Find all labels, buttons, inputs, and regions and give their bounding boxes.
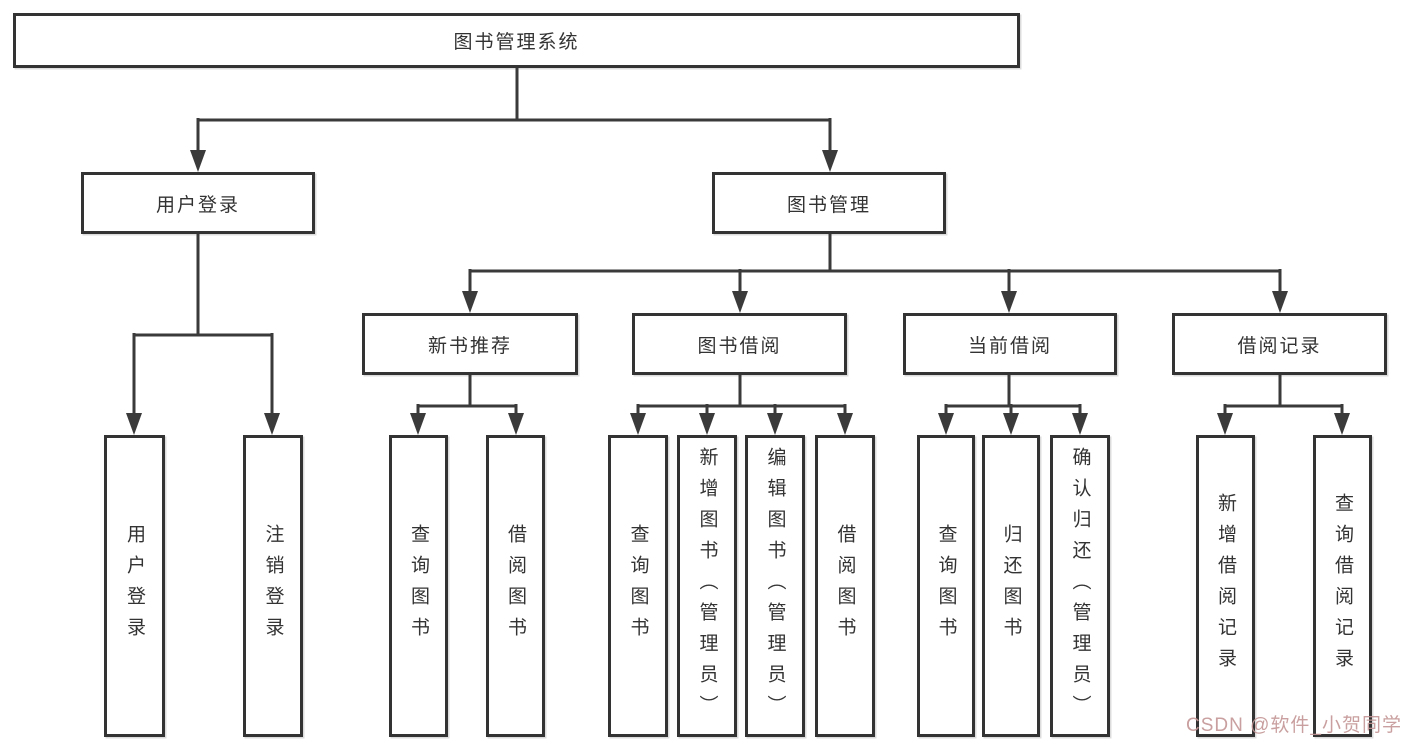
arrowhead-icon	[1001, 291, 1017, 313]
node-label: 用户登录	[124, 524, 145, 648]
leaf-return-books: 归还图书	[982, 435, 1040, 737]
node-label: 查询图书	[408, 524, 429, 648]
leaf-query-books-borrowing: 查询图书	[608, 435, 668, 737]
arrowhead-icon	[938, 413, 954, 435]
csdn-watermark: CSDN @软件_小贺同学	[1186, 715, 1402, 736]
leaf-query-books-current: 查询图书	[917, 435, 975, 737]
node-new-book-recommendation: 新书推荐	[362, 313, 578, 375]
node-label: 查询图书	[627, 524, 649, 648]
node-label: 图书借阅	[697, 335, 782, 357]
node-label: 新增图书（管理员）	[696, 446, 718, 726]
arrowhead-icon	[1334, 413, 1350, 435]
leaf-user-login: 用户登录	[104, 435, 165, 737]
node-label: 借阅记录	[1237, 335, 1322, 357]
node-label: 借阅图书	[834, 524, 856, 648]
leaf-add-books-admin: 新增图书（管理员）	[677, 435, 737, 737]
node-label: 编辑图书（管理员）	[764, 446, 786, 726]
arrowhead-icon	[822, 150, 838, 172]
node-label: 图书管理	[786, 194, 871, 216]
arrowhead-icon	[837, 413, 853, 435]
arrowhead-icon	[732, 291, 748, 313]
arrowhead-icon	[1217, 413, 1233, 435]
node-label: 新书推荐	[427, 335, 512, 357]
leaf-confirm-return-admin: 确认归还（管理员）	[1050, 435, 1110, 737]
node-user-login: 用户登录	[81, 172, 315, 234]
node-book-management: 图书管理	[712, 172, 946, 234]
arrowhead-icon	[410, 413, 426, 435]
node-label: 确认归还（管理员）	[1069, 446, 1091, 726]
node-label: 查询图书	[935, 524, 957, 648]
arrowhead-icon	[1272, 291, 1288, 313]
node-label: 图书管理系统	[453, 32, 580, 53]
arrowhead-icon	[508, 413, 524, 435]
leaf-logout: 注销登录	[243, 435, 303, 737]
node-label: 注销登录	[262, 524, 284, 648]
arrowhead-icon	[462, 291, 478, 313]
arrowhead-icon	[630, 413, 646, 435]
node-book-borrowing: 图书借阅	[632, 313, 847, 375]
arrowhead-icon	[1003, 413, 1019, 435]
node-label: 借阅图书	[505, 524, 526, 648]
leaf-borrow-books-recommend: 借阅图书	[486, 435, 545, 737]
arrowhead-icon	[190, 150, 206, 172]
arrowhead-icon	[767, 413, 783, 435]
leaf-query-borrow-record: 查询借阅记录	[1313, 435, 1372, 737]
node-label: 用户登录	[155, 194, 240, 216]
arrowhead-icon	[1072, 413, 1088, 435]
leaf-edit-books-admin: 编辑图书（管理员）	[745, 435, 805, 737]
leaf-borrow-books-borrowing: 借阅图书	[815, 435, 875, 737]
node-root-system: 图书管理系统	[13, 13, 1020, 68]
node-label: 当前借阅	[967, 335, 1052, 357]
node-label: 归还图书	[1000, 524, 1022, 648]
node-label: 查询借阅记录	[1332, 493, 1353, 679]
node-current-borrowing: 当前借阅	[903, 313, 1117, 375]
arrowhead-icon	[126, 413, 142, 435]
arrowhead-icon	[699, 413, 715, 435]
node-label: 新增借阅记录	[1215, 493, 1236, 679]
leaf-query-books-recommend: 查询图书	[389, 435, 448, 737]
arrowhead-icon	[264, 413, 280, 435]
node-borrowing-records: 借阅记录	[1172, 313, 1387, 375]
leaf-add-borrow-record: 新增借阅记录	[1196, 435, 1255, 737]
